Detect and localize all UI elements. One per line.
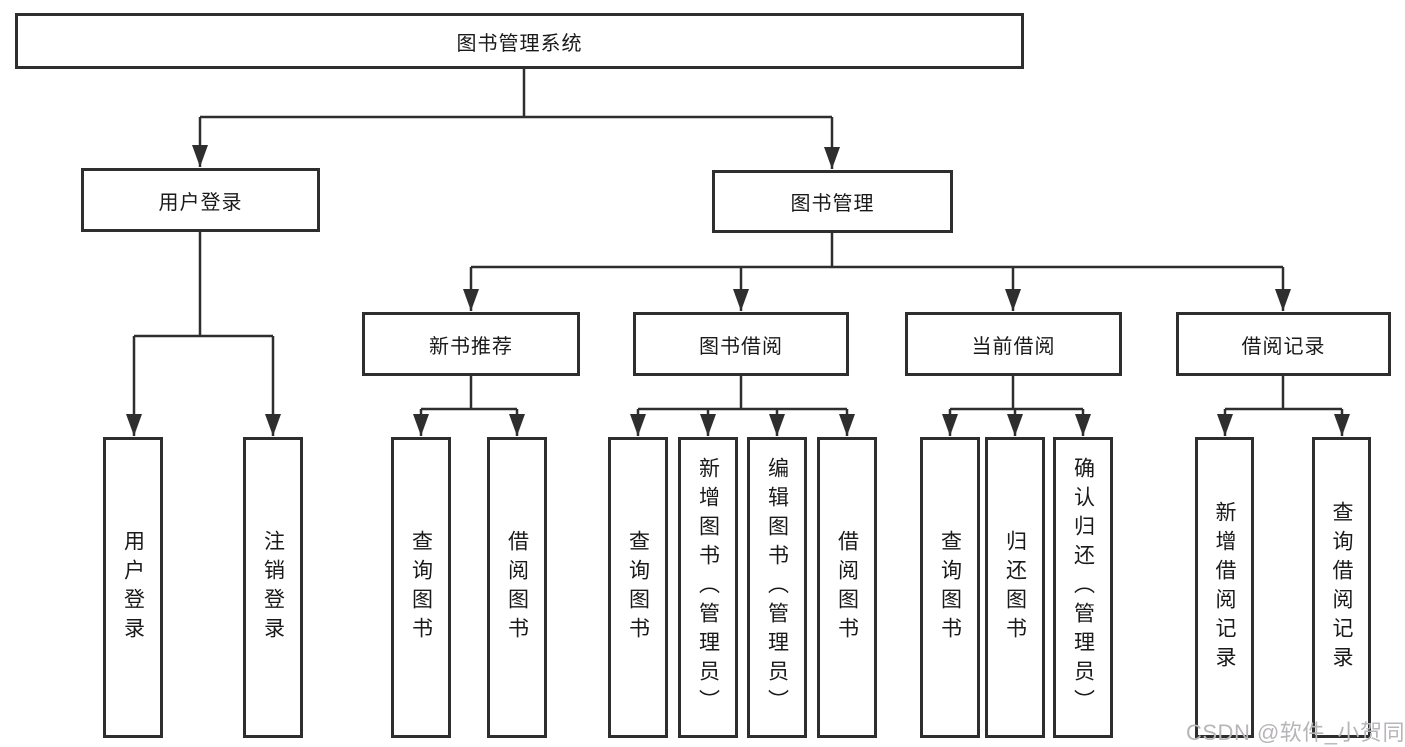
leaf-query-books-current: 查询图书 <box>920 437 980 738</box>
leaf-logout: 注销登录 <box>243 437 303 738</box>
node-user-login: 用户登录 <box>81 168 320 232</box>
node-label: 图书借阅 <box>699 335 783 358</box>
leaf-label: 新增图书（管理员） <box>696 457 720 718</box>
leaf-label: 编辑图书（管理员） <box>765 457 789 718</box>
leaf-return-book: 归还图书 <box>985 437 1045 738</box>
node-new-book-recommend: 新书推荐 <box>362 312 580 376</box>
node-label: 图书管理 <box>790 193 875 215</box>
node-label: 新书推荐 <box>429 335 513 358</box>
leaf-label: 注销登录 <box>261 529 285 646</box>
node-label: 图书管理系统 <box>456 32 583 55</box>
node-label: 当前借阅 <box>971 335 1056 358</box>
leaf-add-book-admin: 新增图书（管理员） <box>678 437 738 738</box>
leaf-borrow-books-recommend: 借阅图书 <box>487 437 547 738</box>
leaf-label: 查询图书 <box>938 529 962 646</box>
leaf-label: 借阅图书 <box>505 529 529 646</box>
leaf-label: 归还图书 <box>1003 529 1027 646</box>
leaf-label: 查询图书 <box>626 529 650 646</box>
leaf-label: 新增借阅记录 <box>1213 500 1236 675</box>
node-borrow-records: 借阅记录 <box>1176 312 1391 376</box>
leaf-borrow-books-borrowing: 借阅图书 <box>817 437 877 738</box>
leaf-query-borrow-record: 查询借阅记录 <box>1312 437 1371 738</box>
leaf-label: 确认归还（管理员） <box>1071 457 1095 718</box>
leaf-add-borrow-record: 新增借阅记录 <box>1195 437 1254 738</box>
node-label: 用户登录 <box>158 191 243 214</box>
leaf-label: 查询图书 <box>409 529 433 646</box>
csdn-watermark: CSDN @软件_小贺同学 <box>1186 720 1405 745</box>
node-current-borrowing: 当前借阅 <box>905 312 1122 376</box>
node-library-system: 图书管理系统 <box>15 13 1024 69</box>
leaf-label: 借阅图书 <box>835 529 859 646</box>
node-book-management: 图书管理 <box>712 170 953 233</box>
leaf-user-login: 用户登录 <box>103 437 163 738</box>
leaf-edit-book-admin: 编辑图书（管理员） <box>747 437 807 738</box>
leaf-label: 用户登录 <box>121 529 145 646</box>
leaf-label: 查询借阅记录 <box>1330 500 1353 675</box>
leaf-confirm-return-admin: 确认归还（管理员） <box>1053 437 1113 738</box>
leaf-query-books-borrowing: 查询图书 <box>608 437 668 738</box>
node-book-borrowing: 图书借阅 <box>633 312 849 376</box>
node-label: 借阅记录 <box>1241 335 1326 358</box>
leaf-query-books-recommend: 查询图书 <box>391 437 451 738</box>
